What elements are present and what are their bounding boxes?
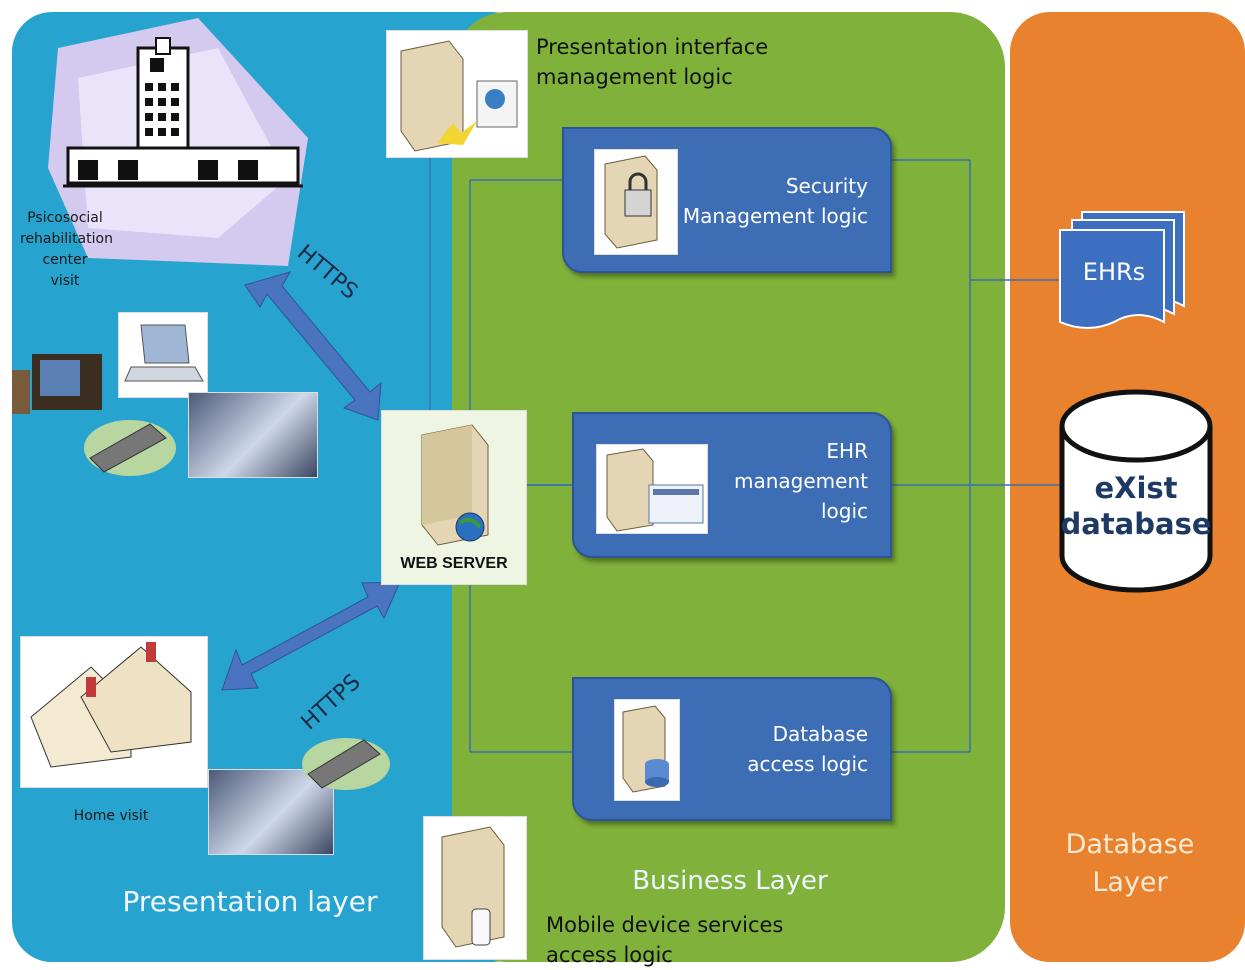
exist-database-cylinder xyxy=(1056,386,1216,596)
security-logic-box: Security Management logic xyxy=(562,127,892,273)
web-server-card: WEB SERVER xyxy=(381,410,527,585)
hospital-illustration xyxy=(48,18,308,266)
ehrs-documents-icon xyxy=(1058,206,1188,330)
https-arrow-bottom xyxy=(221,581,401,691)
mobile-logic-label: Mobile device services access logic xyxy=(546,913,784,967)
db-access-logic-box: Database access logic xyxy=(572,677,892,821)
business-layer-title: Business Layer xyxy=(632,866,828,896)
security-logic-label: Security Management logic xyxy=(682,174,868,228)
database-layer-title: Database Layer xyxy=(1065,829,1195,898)
interface-server-icon xyxy=(386,30,528,158)
ehrs-label: EHRs xyxy=(1082,258,1146,286)
desktop-computer-icon xyxy=(12,350,112,420)
rehab-center-label: Psicosocial rehabilitation center visit xyxy=(20,210,113,289)
ehr-server-icon xyxy=(596,444,708,534)
laptop-icon xyxy=(118,312,208,398)
ehr-logic-label: EHR management logic xyxy=(734,439,868,523)
home-visit-label: Home visit xyxy=(73,808,149,824)
interface-logic-label: Presentation interface management logic xyxy=(536,35,769,89)
tablet-photo-bottom xyxy=(208,769,334,855)
lock-server-icon xyxy=(594,149,678,255)
home-illustration xyxy=(20,636,208,788)
tablet-photo xyxy=(188,392,318,478)
exist-database-label: eXist database xyxy=(1060,471,1212,541)
db-access-logic-label: Database access logic xyxy=(747,722,868,776)
ehr-logic-box: EHR management logic xyxy=(572,412,892,558)
mobile-phone-icon xyxy=(80,410,180,480)
https-arrow-top xyxy=(244,271,382,421)
db-server-icon xyxy=(614,699,680,801)
mobile-server-icon xyxy=(423,816,527,960)
presentation-layer-title: Presentation layer xyxy=(122,885,378,918)
mobile-phone-icon-bottom xyxy=(298,728,394,794)
web-server-label: WEB SERVER xyxy=(400,555,508,572)
